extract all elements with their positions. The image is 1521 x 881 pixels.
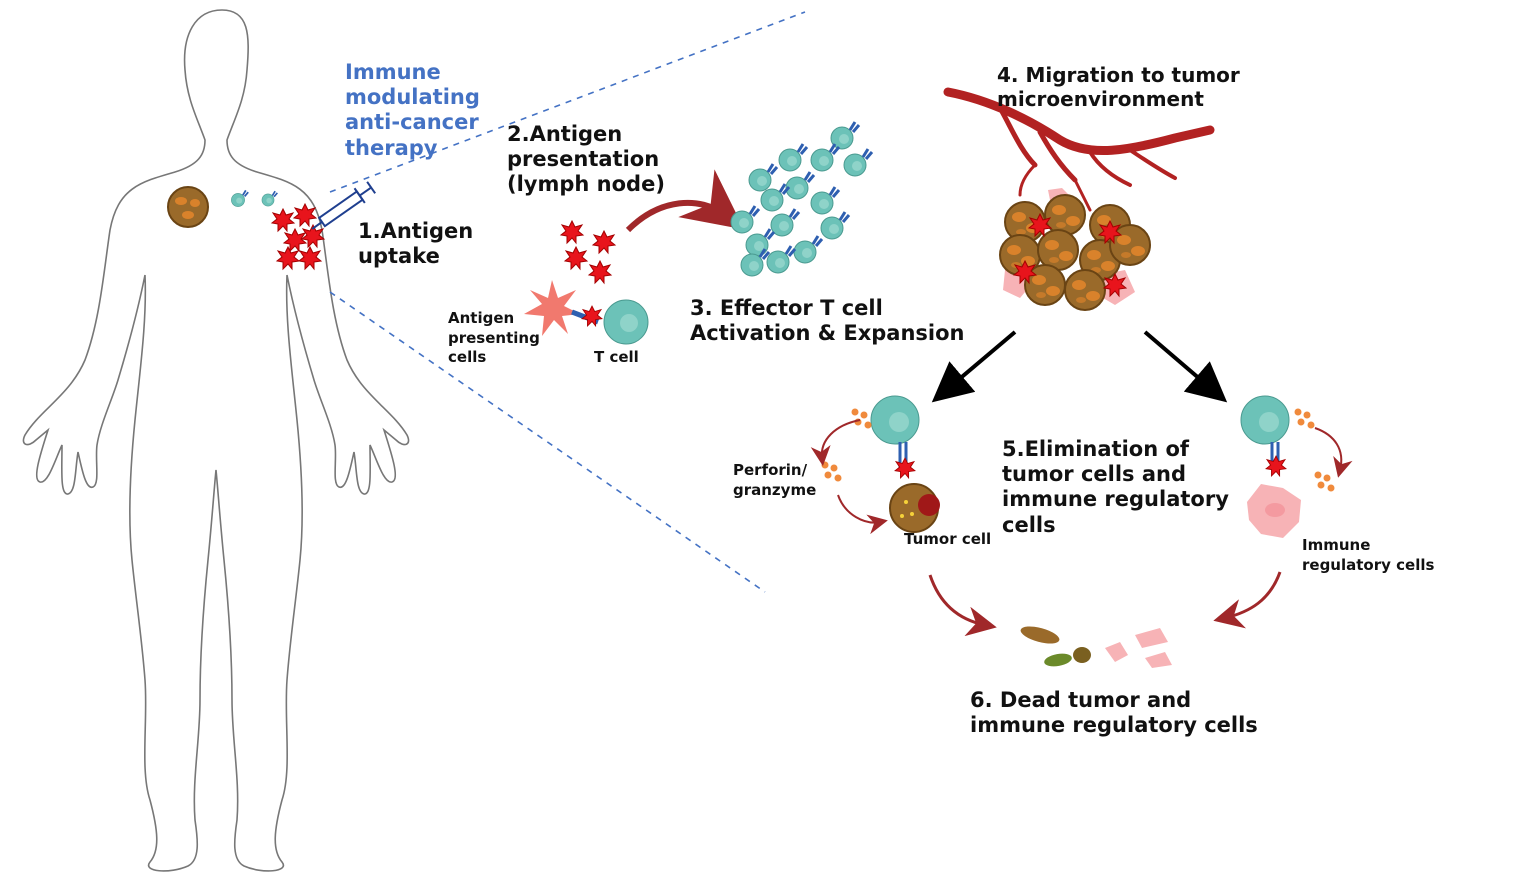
syringe-icon (311, 181, 376, 230)
t-cell-icon (603, 299, 649, 345)
step5-label: 5.Elimination of tumor cells and immune … (1002, 437, 1229, 537)
therapy-label: Immune modulating anti-cancer therapy (345, 60, 480, 160)
perforin-arrow-top (810, 419, 861, 466)
t-cell-icon (261, 190, 279, 207)
tumor-mass-icon (999, 188, 1151, 311)
arrow-to-expansion (625, 169, 745, 233)
step3-label: 3. Effector T cell Activation & Expansio… (690, 296, 965, 346)
dendritic-cell-icon (524, 280, 580, 336)
arrow-to-dead-left (928, 574, 997, 637)
antigen-icon (560, 220, 616, 284)
apc-label: Antigen presenting cells (448, 309, 540, 366)
human-body-outline-icon (22, 9, 410, 872)
tcell-label: T cell (594, 348, 639, 366)
t-cell-icon (1240, 395, 1290, 445)
step4-label: 4. Migration to tumor microenvironment (997, 63, 1240, 111)
t-cell-icon (870, 395, 920, 445)
step6-label: 6. Dead tumor and immune regulatory cell… (970, 688, 1258, 738)
dead-cell-icon (1020, 626, 1172, 668)
regulatory-arrow (1314, 427, 1353, 478)
step2-label: 2.Antigen presentation (lymph node) (507, 122, 665, 197)
tumor-mass-icon (167, 186, 209, 228)
tumor-cell-icon (889, 483, 940, 533)
tumor-cell-label: Tumor cell (904, 530, 992, 548)
step1-label: 1.Antigen uptake (358, 219, 474, 269)
perforin-arrow-bottom (837, 494, 888, 535)
arrow-to-elimination-right (1143, 330, 1228, 403)
t-cell-cluster (729, 120, 874, 278)
regulatory-label: Immune regulatory cells (1302, 536, 1435, 574)
regulatory-cell-icon (1247, 484, 1301, 538)
arrow-to-dead-right (1213, 571, 1282, 629)
t-cell-icon (230, 189, 250, 208)
antigen-icon (271, 203, 325, 270)
perforin-label: Perforin/ granzyme (733, 461, 817, 499)
zoom-line-bottom (329, 291, 766, 593)
blood-vessel-icon (943, 87, 1215, 212)
zoom-line-top (329, 11, 806, 193)
arrow-to-elimination-left (931, 330, 1017, 403)
